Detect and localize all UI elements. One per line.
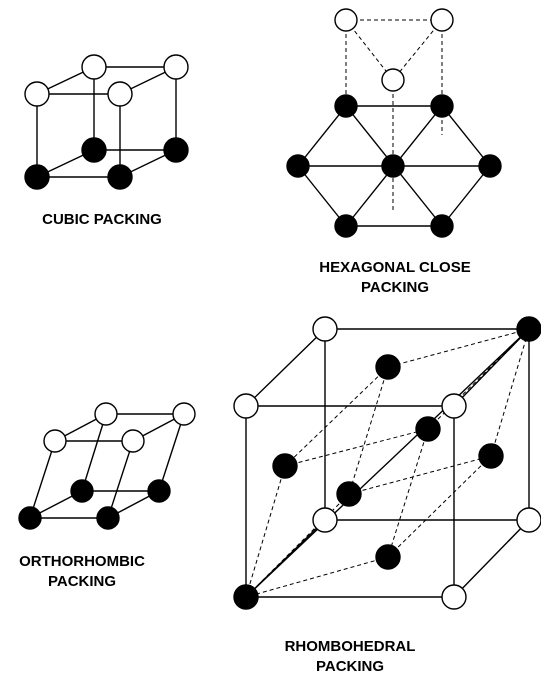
filled-atom xyxy=(163,137,189,163)
open-atom xyxy=(81,54,107,80)
open-atom xyxy=(172,402,196,426)
rhombohedral-packing-label: RHOMBOHEDRAL PACKING xyxy=(270,637,430,677)
cubic-packing-label: CUBIC PACKING xyxy=(22,210,182,230)
filled-atom xyxy=(18,506,42,530)
filled-atom xyxy=(478,154,502,178)
filled-atom xyxy=(334,94,358,118)
open-atom xyxy=(430,8,454,32)
filled-atom xyxy=(81,137,107,163)
filled-atom xyxy=(381,154,405,178)
cubic-packing-figure xyxy=(24,54,189,190)
open-atom xyxy=(233,393,259,419)
hexagonal-packing-figure xyxy=(286,8,502,238)
filled-atom xyxy=(233,584,259,610)
filled-atom xyxy=(286,154,310,178)
open-atom xyxy=(441,584,467,610)
open-atom xyxy=(121,429,145,453)
rhombohedral-label-line1: RHOMBOHEDRAL xyxy=(284,638,416,655)
open-atom xyxy=(312,507,338,533)
filled-atom xyxy=(334,214,358,238)
hexagonal-label-line1: HEXAGONAL CLOSE xyxy=(319,259,471,276)
filled-atom xyxy=(107,164,133,190)
filled-atom xyxy=(516,316,541,342)
rhombohedral-label-line2: PACKING xyxy=(315,658,385,675)
open-atom xyxy=(441,393,467,419)
orthorhombic-label-line2: PACKING xyxy=(47,573,117,590)
cubic-label-text: CUBIC PACKING xyxy=(42,211,162,228)
orthorhombic-label-line1: ORTHORHOMBIC xyxy=(19,553,145,570)
open-atom xyxy=(163,54,189,80)
rhombohedral-packing-figure xyxy=(233,316,541,610)
filled-atom xyxy=(272,453,298,479)
filled-atom xyxy=(24,164,50,190)
filled-atom xyxy=(96,506,120,530)
filled-atom xyxy=(430,214,454,238)
open-atom xyxy=(94,402,118,426)
filled-atom xyxy=(336,481,362,507)
orthorhombic-packing-figure xyxy=(18,402,196,530)
open-atom xyxy=(516,507,541,533)
hexagonal-label-line2: PACKING xyxy=(360,279,430,296)
orthorhombic-packing-label: ORTHORHOMBIC PACKING xyxy=(2,552,162,592)
filled-atom xyxy=(147,479,171,503)
filled-atom xyxy=(375,354,401,380)
filled-atom xyxy=(430,94,454,118)
filled-atom xyxy=(375,544,401,570)
open-atom xyxy=(24,81,50,107)
filled-atom xyxy=(415,416,441,442)
open-atom xyxy=(107,81,133,107)
filled-atom xyxy=(478,443,504,469)
hexagonal-packing-label: HEXAGONAL CLOSE PACKING xyxy=(305,258,485,298)
open-atom xyxy=(334,8,358,32)
open-atom xyxy=(381,68,405,92)
open-atom xyxy=(43,429,67,453)
filled-atom xyxy=(70,479,94,503)
open-atom xyxy=(312,316,338,342)
